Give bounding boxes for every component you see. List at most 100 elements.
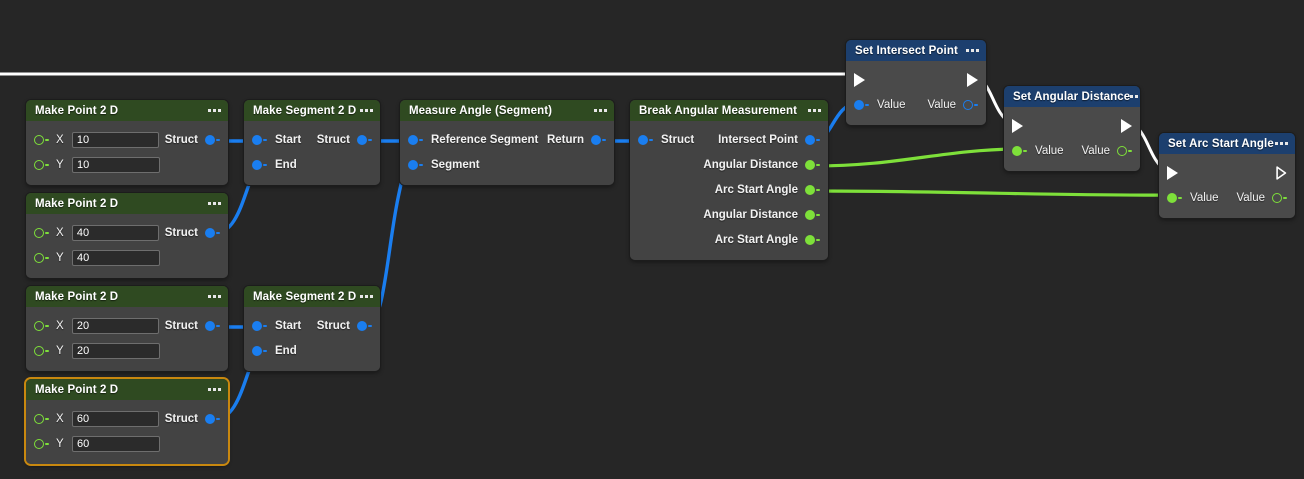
pin-tail <box>974 104 978 106</box>
float-pin[interactable] <box>805 234 820 245</box>
node-menu-icon[interactable] <box>1275 142 1288 145</box>
struct-pin[interactable] <box>205 320 220 331</box>
node-header[interactable]: Set Intersect Point <box>846 40 986 61</box>
struct-pin[interactable] <box>963 100 978 110</box>
struct-pin[interactable] <box>408 134 423 145</box>
float-pin[interactable] <box>34 159 49 170</box>
node-header[interactable]: Measure Angle (Segment) <box>400 100 614 121</box>
pin-row: End <box>244 152 380 177</box>
struct-pin[interactable] <box>805 134 820 145</box>
float-pin[interactable] <box>805 159 820 170</box>
struct-pin[interactable] <box>205 227 220 238</box>
node-menu-icon[interactable] <box>360 109 373 112</box>
node-menu-icon[interactable] <box>1130 95 1140 98</box>
exec-pin[interactable] <box>967 73 978 87</box>
value-input-field[interactable]: 40 <box>71 224 159 241</box>
struct-pin[interactable] <box>854 100 869 110</box>
float-pin[interactable] <box>1272 193 1287 203</box>
pin-tail <box>419 138 423 141</box>
float-pin[interactable] <box>34 252 49 263</box>
exec-pin[interactable] <box>854 73 865 87</box>
value-input-field[interactable]: 60 <box>72 435 160 452</box>
float-pin[interactable] <box>805 184 820 195</box>
float-pin[interactable] <box>34 134 49 145</box>
value-input-field[interactable]: 20 <box>71 317 159 334</box>
struct-pin[interactable] <box>252 320 267 331</box>
axis-label: X <box>56 226 64 239</box>
float-pin[interactable] <box>34 320 49 331</box>
struct-pin[interactable] <box>252 159 267 170</box>
node-menu-icon[interactable] <box>360 295 373 298</box>
node-header[interactable]: Make Point 2 D <box>26 286 228 307</box>
pin-row: Arc Start Angle <box>630 177 828 202</box>
node-menu-icon[interactable] <box>966 49 979 52</box>
node-header[interactable]: Break Angular Measurement <box>630 100 828 121</box>
value-input-field[interactable]: 60 <box>71 410 159 427</box>
node-menu-icon[interactable] <box>208 109 221 112</box>
struct-pin[interactable] <box>638 134 653 145</box>
node-header[interactable]: Make Segment 2 D <box>244 100 380 121</box>
float-pin[interactable] <box>1167 193 1182 203</box>
float-pin[interactable] <box>805 209 820 220</box>
exec-pin[interactable] <box>1167 166 1178 180</box>
node-header[interactable]: Set Angular Distance <box>1004 86 1140 107</box>
wire-arc-start-angle-to-set-value <box>811 189 1173 197</box>
struct-pin[interactable] <box>591 134 606 145</box>
struct-pin[interactable] <box>205 134 220 145</box>
float-pin[interactable] <box>1012 146 1027 156</box>
struct-pin[interactable] <box>252 345 267 356</box>
pin-tail <box>816 138 820 141</box>
exec-pin[interactable] <box>1012 119 1023 133</box>
float-pin[interactable] <box>34 413 49 424</box>
struct-pin[interactable] <box>408 159 423 170</box>
struct-pin[interactable] <box>252 134 267 145</box>
value-input-field[interactable]: 40 <box>72 249 160 266</box>
float-pin[interactable] <box>34 345 49 356</box>
value-input-field[interactable]: 10 <box>71 131 159 148</box>
float-pin[interactable] <box>1117 146 1132 156</box>
exec-pin[interactable] <box>1276 166 1287 180</box>
output-pin-label: Angular Distance <box>703 208 798 221</box>
node-header[interactable]: Make Point 2 D <box>26 379 228 400</box>
exec-row <box>1004 113 1140 139</box>
node-header[interactable]: Set Arc Start Angle <box>1159 133 1295 154</box>
node-menu-icon[interactable] <box>208 202 221 205</box>
struct-pin[interactable] <box>357 320 372 331</box>
exec-pin[interactable] <box>1121 119 1132 133</box>
node-menu-icon[interactable] <box>208 295 221 298</box>
float-pin[interactable] <box>34 438 49 449</box>
pin-tail <box>45 417 49 420</box>
node-header[interactable]: Make Point 2 D <box>26 100 228 121</box>
struct-pin[interactable] <box>205 413 220 424</box>
node-menu-icon[interactable] <box>208 388 221 391</box>
node-menu-icon[interactable] <box>594 109 607 112</box>
node-measure-angle-segment[interactable]: Measure Angle (Segment)Reference Segment… <box>400 100 614 185</box>
value-input-field[interactable]: 20 <box>72 342 160 359</box>
node-menu-icon[interactable] <box>808 109 821 112</box>
node-header[interactable]: Make Segment 2 D <box>244 286 380 307</box>
struct-pin[interactable] <box>357 134 372 145</box>
float-pin[interactable] <box>34 227 49 238</box>
output-pin-label: Struct <box>316 319 350 332</box>
value-input-field[interactable]: 10 <box>72 156 160 173</box>
node-header[interactable]: Make Point 2 D <box>26 193 228 214</box>
